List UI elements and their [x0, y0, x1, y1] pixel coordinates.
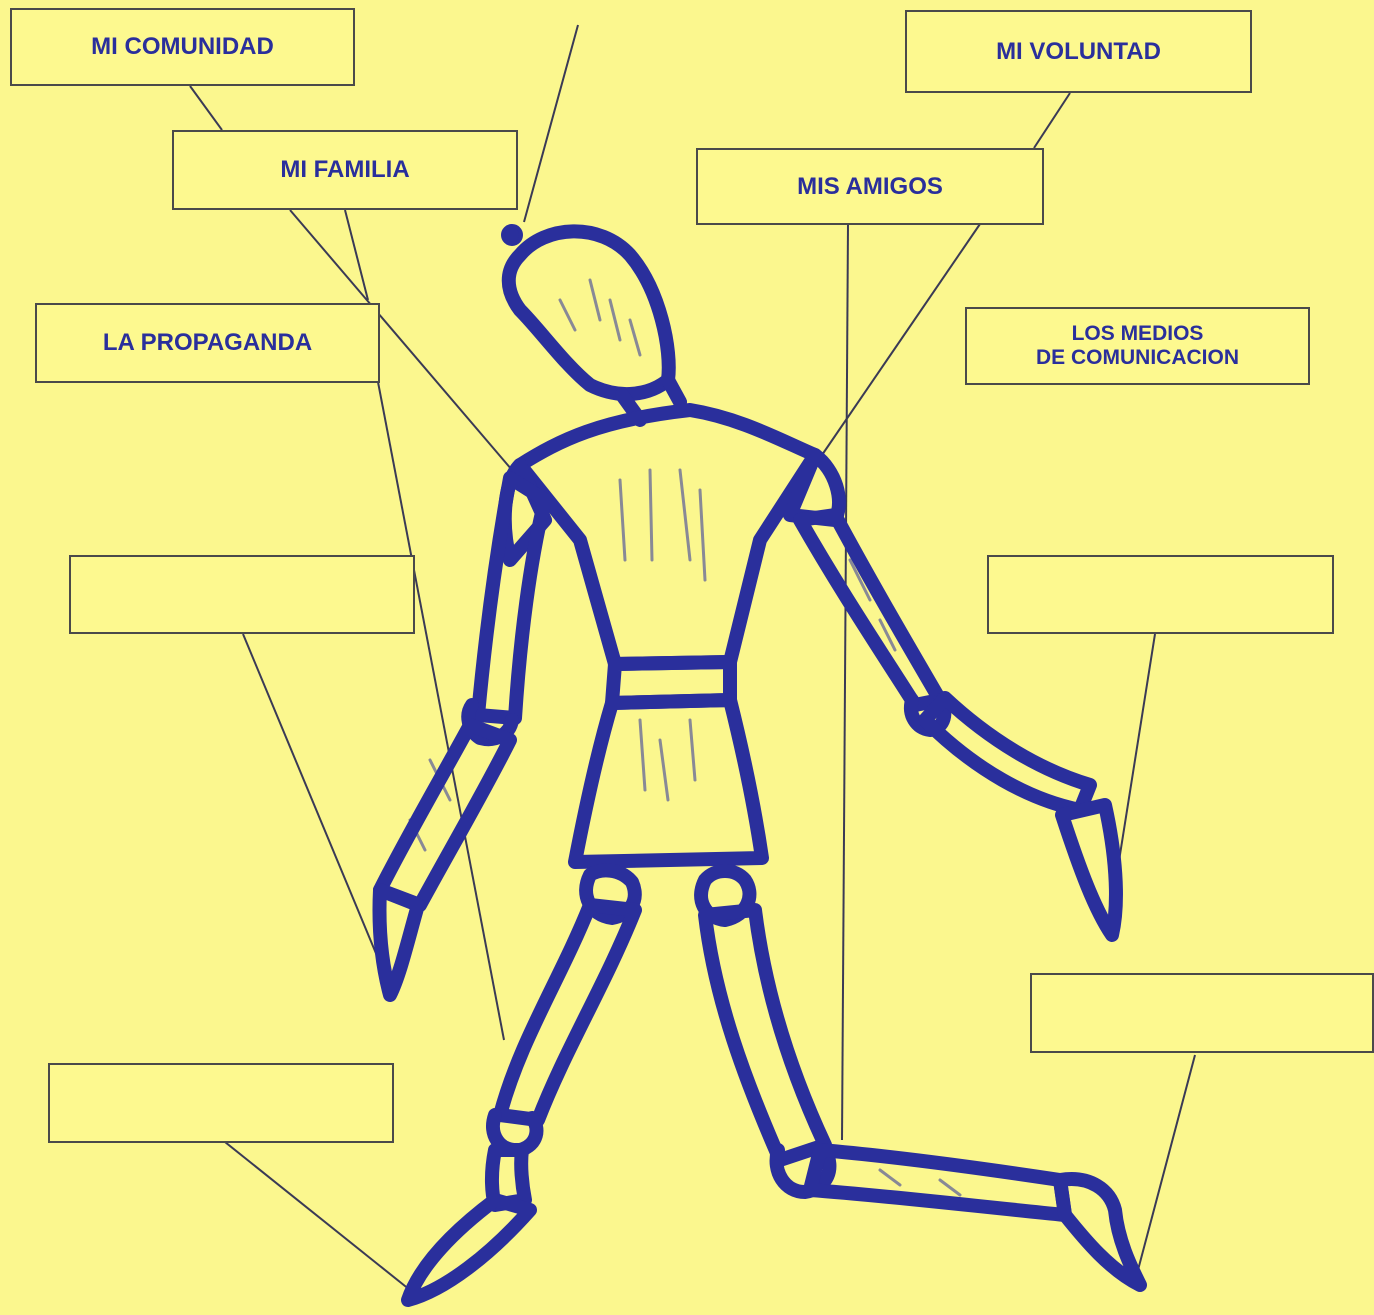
right-forearm [918, 691, 1097, 817]
left-elbow [461, 698, 519, 746]
box-los-medios: LOS MEDIOS DE COMUNICACION [965, 307, 1310, 385]
right-hand [1055, 798, 1123, 942]
label-los-medios: LOS MEDIOS DE COMUNICACION [1036, 321, 1239, 369]
box-mi-voluntad: MI VOLUNTAD [905, 10, 1252, 93]
left-thigh [493, 898, 642, 1127]
right-upper-arm [793, 508, 947, 712]
label-mi-voluntad: MI VOLUNTAD [996, 37, 1161, 65]
right-foot [1053, 1172, 1147, 1292]
label-mi-comunidad: MI COMUNIDAD [91, 33, 274, 61]
string-head [523, 24, 579, 223]
left-forearm [373, 718, 517, 912]
line-box-right-2 [1137, 1054, 1196, 1271]
box-la-propaganda: LA PROPAGANDA [35, 303, 380, 383]
label-mi-familia: MI FAMILIA [280, 156, 410, 184]
head-knob [501, 224, 523, 246]
puppet-hips [568, 693, 769, 869]
right-shin [803, 1143, 1072, 1222]
left-hand [372, 883, 425, 1002]
puppet-torso [513, 403, 822, 671]
empty-box-left-1 [69, 555, 415, 634]
shading-strokes [408, 278, 962, 1197]
left-shin [485, 1143, 532, 1212]
line-voluntad [1033, 92, 1071, 149]
connector-lines [189, 24, 1196, 1291]
string-propaganda-leg [377, 381, 505, 1041]
string-familia-a [289, 209, 513, 471]
line-box-left-1 [242, 633, 386, 976]
label-mis-amigos: MIS AMIGOS [797, 172, 943, 200]
line-box-left-2 [224, 1141, 411, 1291]
left-foot [401, 1193, 537, 1307]
right-thigh [698, 903, 832, 1167]
puppet-head [501, 224, 676, 402]
string-amigos-leg [841, 223, 849, 1141]
string-familia-b [344, 209, 369, 301]
box-mi-comunidad: MI COMUNIDAD [10, 8, 355, 86]
label-la-propaganda: LA PROPAGANDA [102, 329, 313, 357]
empty-box-right-1 [987, 555, 1334, 634]
empty-box-right-2 [1030, 973, 1374, 1053]
string-amigos-shoulder [821, 223, 981, 456]
left-upper-arm [471, 471, 552, 725]
box-mis-amigos: MIS AMIGOS [696, 148, 1044, 225]
line-comunidad [189, 85, 223, 131]
puppet-figure [372, 224, 1147, 1307]
box-mi-familia: MI FAMILIA [172, 130, 518, 210]
empty-box-left-2 [48, 1063, 394, 1143]
